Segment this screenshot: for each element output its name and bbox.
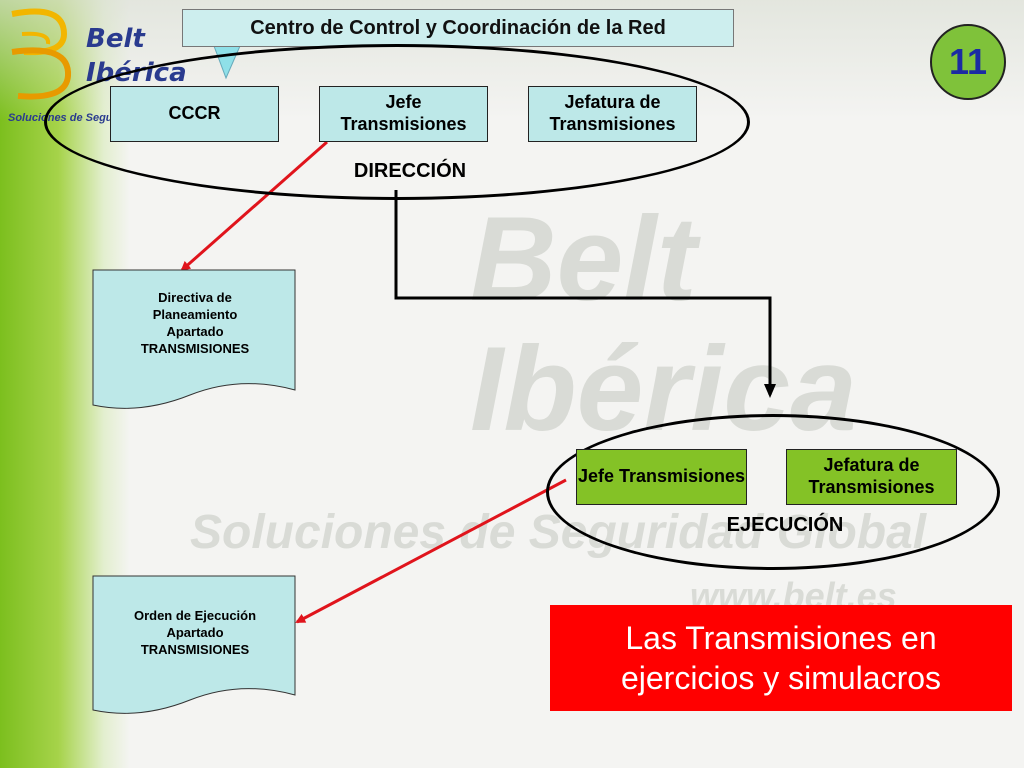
flow-arrowhead-icon bbox=[764, 384, 776, 398]
document-directiva-text: Directiva de Planeamiento Apartado TRANS… bbox=[96, 290, 294, 358]
document-shape-directiva bbox=[92, 269, 296, 409]
logo-word-belt: Belt bbox=[86, 24, 145, 54]
document-orden-text: Orden de Ejecución Apartado TRANSMISIONE… bbox=[96, 608, 294, 659]
node-jefe-transmisiones-direccion: Jefe Transmisiones bbox=[319, 86, 488, 142]
node-jefatura-transmisiones-ejecucion: Jefatura de Transmisiones bbox=[786, 449, 957, 505]
flow-connector bbox=[394, 190, 772, 395]
page-number-badge: 11 bbox=[930, 24, 1006, 100]
node-cccr: CCCR bbox=[110, 86, 279, 142]
slide-title: Centro de Control y Coordinación de la R… bbox=[182, 9, 734, 47]
watermark-belt: Belt bbox=[470, 192, 697, 326]
direccion-label: DIRECCIÓN bbox=[353, 160, 467, 182]
doc1-line: Directiva de bbox=[158, 290, 232, 305]
direccion-ellipse bbox=[44, 44, 750, 200]
node-jefatura-transmisiones-direccion: Jefatura de Transmisiones bbox=[528, 86, 697, 142]
callout-line: Las Transmisiones en bbox=[625, 620, 937, 656]
doc1-line: Apartado bbox=[166, 323, 224, 339]
logo-swirl-icon bbox=[11, 8, 72, 100]
ejecucion-label: EJECUCIÓN bbox=[726, 514, 844, 536]
callout-line: ejercicios y simulacros bbox=[620, 660, 942, 696]
callout-box: Las Transmisiones en ejercicios y simula… bbox=[550, 605, 1012, 711]
doc1-line: Planeamiento bbox=[152, 306, 238, 322]
doc2-line: Apartado bbox=[166, 624, 224, 640]
doc2-line: TRANSMISIONES bbox=[140, 641, 250, 657]
node-jefe-transmisiones-ejecucion: Jefe Transmisiones bbox=[576, 449, 747, 505]
ejecucion-ellipse bbox=[546, 414, 1000, 570]
red-arrow-to-orden bbox=[295, 478, 567, 624]
doc1-line: TRANSMISIONES bbox=[140, 340, 250, 356]
doc2-line: Orden de Ejecución bbox=[133, 608, 257, 623]
document-shape-orden bbox=[92, 575, 296, 714]
